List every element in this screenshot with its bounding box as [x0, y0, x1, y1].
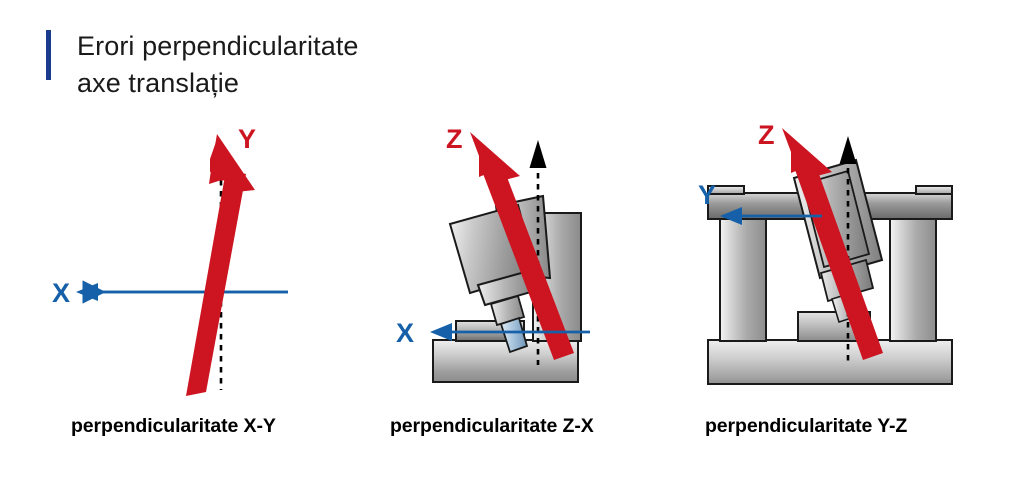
machine-pillar-right-yz — [889, 217, 937, 342]
panel-zx-graphic: Z X — [396, 124, 590, 383]
diagram-panel-yz: Z Y — [690, 118, 1020, 408]
nominal-axis-arrowhead-yz — [839, 136, 857, 164]
machine-tool-zx — [489, 294, 529, 354]
page-title: Erori perpendicularitate axe translație — [77, 31, 359, 98]
machine-base-yz — [707, 339, 953, 385]
blue-axis-x-zx — [430, 323, 590, 341]
axis-label-y-yz: Y — [698, 180, 716, 210]
red-axis-z-yz — [782, 128, 883, 360]
caption-xy: perpendicularitate X-Y — [71, 415, 276, 437]
axis-label-z-yz: Z — [758, 120, 775, 150]
panel-yz-graphic: Z Y — [698, 120, 953, 385]
page-title-block: Erori perpendicularitate axe translație — [46, 28, 359, 101]
caption-zx: perpendicularitate Z-X — [390, 415, 594, 437]
red-axis-y-xy — [186, 134, 255, 396]
axis-label-y-xy: Y — [238, 124, 256, 154]
diagram-panel-zx: Z X — [378, 118, 698, 408]
machine-pillar-left-yz — [719, 217, 767, 342]
blue-axis-x-arrow-xy — [76, 283, 288, 301]
red-axis-z-zx — [470, 132, 574, 360]
title-accent-bar — [46, 30, 51, 80]
axis-label-x-zx: X — [396, 318, 414, 348]
nominal-vertical-axis-zx — [529, 140, 547, 365]
nominal-axis-arrowhead-zx — [529, 140, 547, 168]
axis-label-x-xy: X — [52, 278, 70, 308]
panel-xy-graphic: X Y — [52, 124, 288, 396]
diagram-panel-xy: X Y — [40, 118, 360, 408]
blue-axis-y-yz — [720, 207, 822, 225]
axis-label-z-zx: Z — [446, 124, 463, 154]
caption-yz: perpendicularitate Y-Z — [705, 415, 908, 437]
